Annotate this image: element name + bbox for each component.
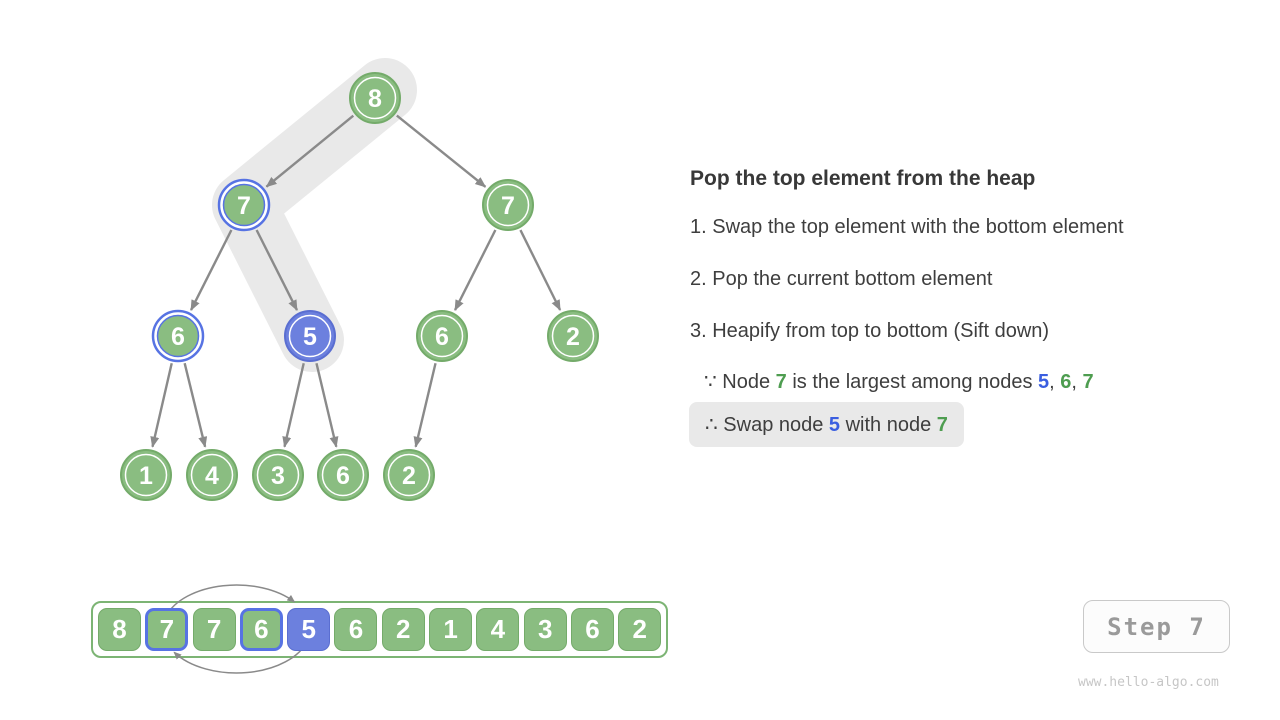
node-number-green: 7: [1082, 371, 1094, 393]
text-segment: ∵ Node: [704, 371, 776, 393]
array-cell: 2: [381, 608, 425, 651]
tree-edge: [265, 114, 355, 188]
tree-edge: [453, 229, 497, 311]
array-cell: 4: [476, 608, 520, 651]
tree-node-value: 2: [566, 323, 580, 351]
node-number-green: 7: [936, 414, 948, 436]
tree-edge: [150, 363, 173, 448]
tree-node: 4: [186, 449, 238, 501]
text-segment: ∴ Swap node: [705, 414, 829, 436]
panel-step-3: 3. Heapify from top to bottom (Sift down…: [690, 320, 1050, 342]
tree-node-value: 7: [501, 192, 515, 220]
panel-step-1: 1. Swap the top element with the bottom …: [690, 216, 1124, 238]
because-line: ∵ Node 7 is the largest among nodes 5, 6…: [704, 369, 1094, 394]
tree-node: 2: [383, 449, 435, 501]
array-cell: 7: [145, 608, 189, 651]
panel-step-2: 2. Pop the current bottom element: [690, 268, 993, 290]
text-segment: with node: [840, 414, 937, 436]
tree-node: 7: [217, 178, 271, 232]
array-cell: 3: [523, 608, 567, 651]
tree-node-value: 2: [402, 462, 416, 490]
tree-node: 1: [120, 449, 172, 501]
watermark: www.hello-algo.com: [1078, 675, 1219, 690]
tree-edge: [315, 362, 339, 448]
text-segment: ,: [1049, 371, 1061, 393]
array-cell: 1: [429, 608, 473, 651]
tree-edge: [413, 362, 437, 448]
tree-node-value: 6: [435, 323, 449, 351]
array-cell: 7: [192, 608, 236, 651]
therefore-box: ∴ Swap node 5 with node 7: [689, 402, 964, 447]
tree-node-value: 5: [303, 323, 317, 351]
text-segment: ,: [1071, 371, 1083, 393]
tree-edge: [282, 363, 305, 448]
tree-node-value: 1: [139, 462, 153, 490]
tree-node-value: 4: [205, 462, 219, 490]
tree-node-value: 3: [271, 462, 285, 490]
tree-edge: [189, 229, 233, 311]
tree-edge: [396, 114, 487, 188]
array-cell: 5: [287, 608, 331, 651]
node-number-blue: 5: [828, 414, 841, 436]
array-cell: 6: [334, 608, 378, 651]
node-number-blue: 5: [1038, 371, 1050, 393]
text-segment: is the largest among nodes: [786, 371, 1039, 393]
panel-title: Pop the top element from the heap: [690, 167, 1036, 190]
tree-node-value: 8: [368, 85, 382, 113]
tree-node: 5: [284, 310, 336, 362]
step-badge: Step 7: [1083, 600, 1230, 653]
tree-node-value: 6: [336, 462, 350, 490]
array-cell: 6: [239, 608, 283, 651]
tree-edge: [519, 229, 562, 311]
tree-edge: [183, 362, 208, 448]
tree-node: 6: [151, 309, 205, 363]
tree-node: 2: [547, 310, 599, 362]
tree-node-value: 7: [237, 192, 251, 220]
tree-node: 3: [252, 449, 304, 501]
tree-node-value: 6: [171, 323, 185, 351]
tree-node: 6: [416, 310, 468, 362]
array-cell: 2: [618, 608, 662, 651]
tree-node: 6: [317, 449, 369, 501]
array-cell: 8: [98, 608, 141, 651]
array-cell: 6: [570, 608, 614, 651]
node-number-green: 7: [775, 371, 787, 393]
node-number-green: 6: [1060, 371, 1072, 393]
tree-node: 7: [482, 179, 534, 231]
tree-edge: [255, 229, 299, 311]
tree-node: 8: [349, 72, 401, 124]
